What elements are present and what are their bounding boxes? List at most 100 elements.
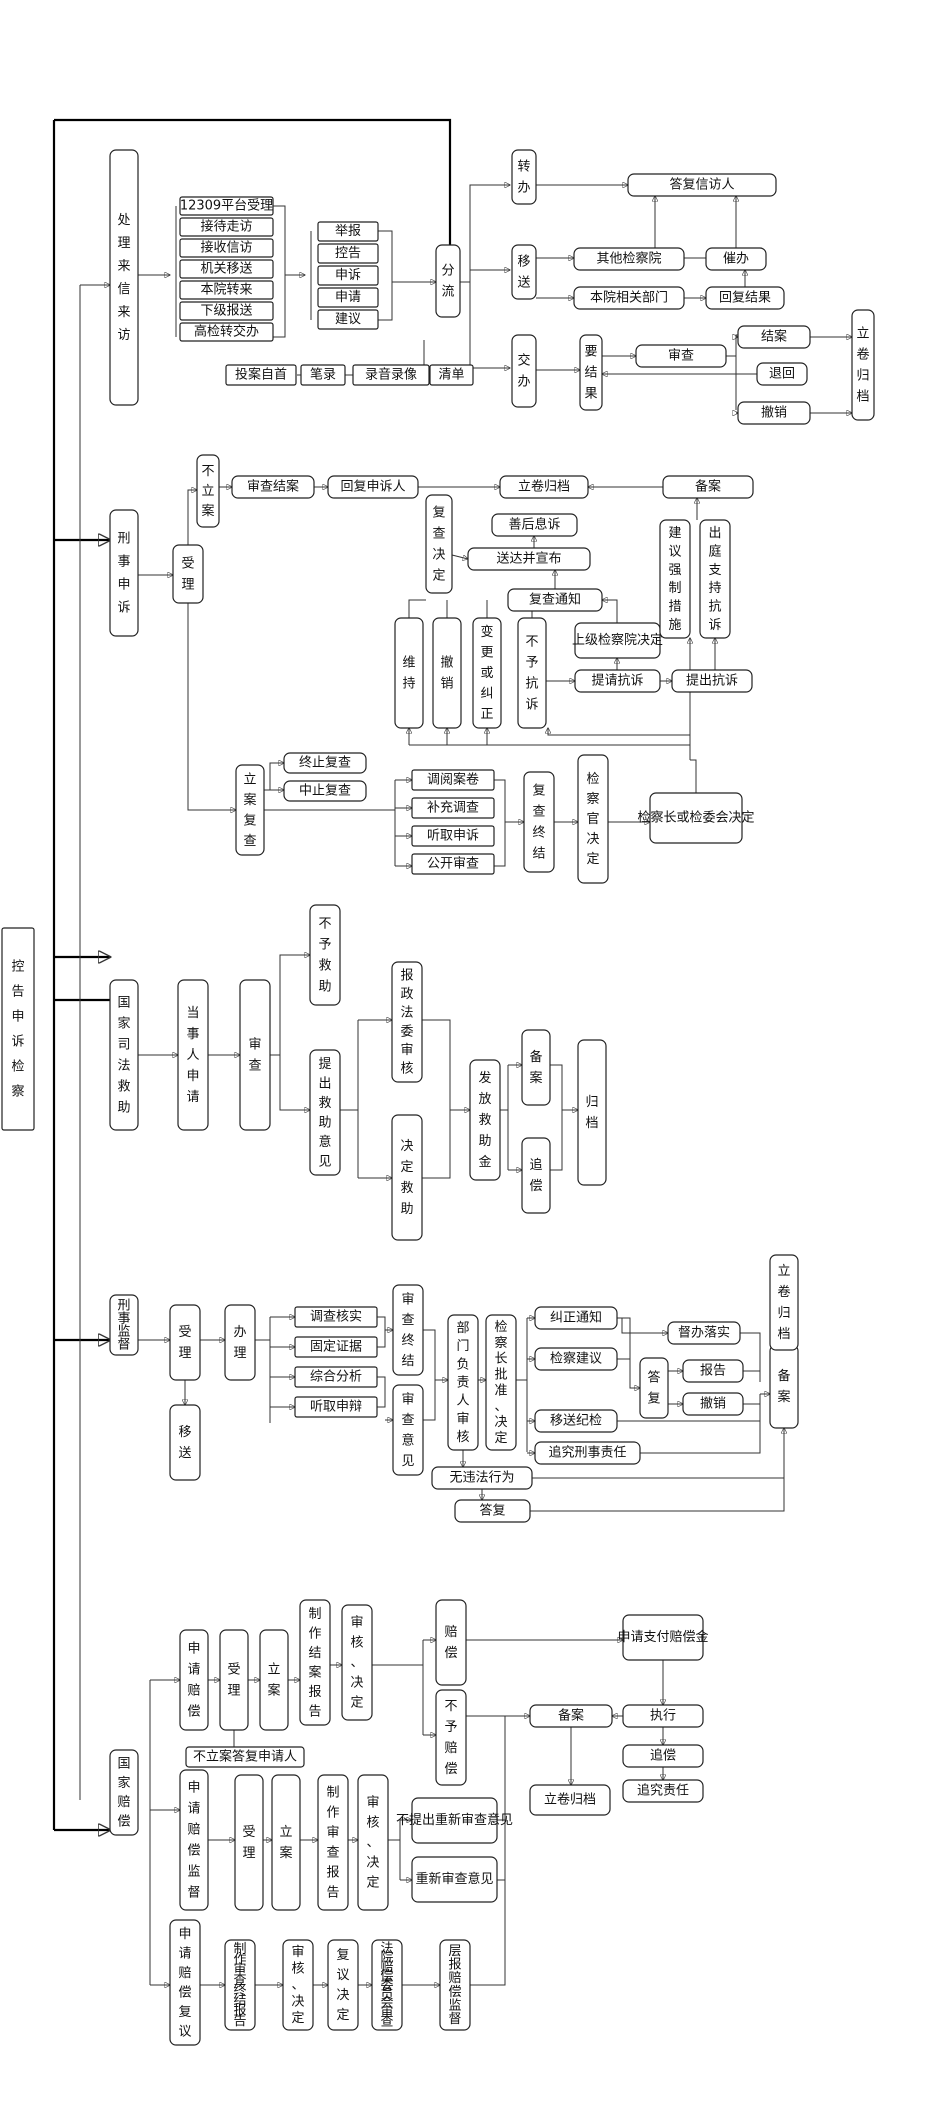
type-report: 举报 [317,221,379,242]
sup-handle: 办理 [224,1304,256,1381]
connector [469,282,510,368]
comp-archive-label: 立卷归档 [544,1792,596,1808]
connector [530,1478,785,1512]
comp-execute: 执行 [622,1704,704,1728]
source-upper-box [179,322,274,342]
aid-filing-box [521,1029,551,1106]
chief-decision-box [649,792,743,844]
comp-file: 立案 [259,1629,289,1731]
apply-pay-box [622,1614,704,1661]
act-correct-label: 纠正通知 [550,1310,602,1326]
committee-decision-box [577,754,609,884]
source-internal-label: 本院转来 [200,283,252,298]
sup-revoke: 撤销 [682,1392,744,1416]
comp-pay-label: 赔偿 [444,1625,457,1661]
reply-petitioner-label: 答复信访人 [669,177,734,193]
letters-title: 处理来信来访 [109,149,139,406]
appeal-archive: 立卷归档 [499,475,589,499]
connector [497,1820,506,1881]
connector [602,600,618,623]
source-lower: 下级报送 [179,301,274,321]
recheck-end-label: 复查终结 [532,783,545,861]
act-suggest-box [534,1347,618,1371]
task-analyze-box [294,1366,378,1388]
apply-pay: 申请支付赔偿金 [617,1614,709,1661]
recon-decision-label: 复议决定 [336,1948,349,2023]
source-lower-label: 下级报送 [200,304,252,319]
recheck-notice-box [507,588,603,612]
record-1-box [300,364,346,386]
route-transfer-label: 转办 [517,159,530,195]
record-2: 录音录像 [352,364,430,386]
aid-apply: 当事人申请 [177,979,209,1131]
connector [470,1880,506,1986]
issue-aid-label: 发放救助金 [478,1070,491,1170]
recon-apply: 申请赔偿复议 [169,1919,201,2046]
comp-liability-label: 追究责任 [637,1783,689,1799]
deliver: 送达并宣布 [467,547,591,571]
sup-file-comp: 立案 [271,1774,301,1911]
source-letter-label: 接收信访 [200,240,252,256]
route-transfer: 转办 [511,149,537,205]
recheck-end: 复查终结 [523,771,555,873]
aid-title-box [109,979,139,1131]
sup-accept-comp-label: 受理 [242,1825,255,1861]
deliver-label: 送达并宣布 [496,551,561,567]
no-aid: 不予救助 [309,904,341,1006]
sup-apply-comp-label: 申请赔偿监督 [187,1780,200,1900]
sup-report-label: 报告 [700,1364,726,1379]
outcome-revoke-box [432,617,462,729]
sup-filing-label: 备案 [777,1368,790,1405]
stop-recheck-box [283,752,367,774]
suggest-measure: 建议强制措施 [659,519,691,639]
record-3-label: 清单 [438,368,464,383]
request-protest-box [574,669,661,693]
step-investigate-label: 补充调查 [427,800,479,816]
sup-review-end-label: 审查终结 [401,1292,414,1369]
letters-review-label: 审查 [668,349,694,364]
court-committee-label: 法院赔偿委员会审查 [380,1941,393,2029]
upper-decision-box [574,622,661,659]
triage-label: 分流 [441,263,454,299]
suggest-measure-label: 建议强制措施 [668,526,681,633]
connector [422,1019,451,1110]
sup-report: 报告 [682,1359,744,1383]
comp-title-label: 国家赔偿 [117,1756,130,1829]
comp-no-pay-box [435,1689,467,1786]
aid-archive-label: 归档 [585,1095,598,1131]
aid-title-label: 国家司法救助 [117,995,130,1115]
apply-pay-label: 申请支付赔偿金 [617,1629,708,1645]
sup-decide-comp-box [357,1774,389,1911]
comp-execute-box [622,1704,704,1728]
file-recheck: 立案复查 [235,764,265,856]
letters-review: 审查 [635,344,727,368]
comp-apply: 申请赔偿 [179,1629,209,1731]
letters-revoke: 撤销 [737,401,811,425]
record-0-box [225,364,297,386]
comp-make-report-box [299,1599,331,1726]
step-read-label: 调阅案卷 [427,772,479,788]
source-upper-label: 高检转交办 [194,324,259,340]
review-end: 审查结案 [231,475,315,499]
sup-accept-comp: 受理 [234,1774,264,1911]
source-12309-label: 12309平台受理 [180,199,273,214]
connector [408,599,426,618]
aid-review-label: 审查 [248,1037,261,1073]
other-procuratorate-label: 其他检察院 [596,252,661,267]
recon-report: 制作审查终结报告 [224,1939,256,2031]
review-end-box [231,475,315,499]
aid-archive-box [577,1039,607,1186]
step-hear-label: 听取申诉 [427,829,479,844]
dept-review: 部门负责人审核 [447,1314,479,1451]
dept-review-box [447,1314,479,1451]
upper-supervise-box [439,1939,471,2031]
connector [378,230,393,321]
record-3-box [429,364,474,386]
decide-aid-label: 决定救助 [400,1139,413,1217]
chief-decide-label: 检察长批准、决定 [494,1319,507,1445]
route-move-box [511,244,537,300]
sup-accept-comp-box [234,1774,264,1911]
source-internal: 本院转来 [179,280,274,300]
outcome-change-label: 变更或纠正 [480,624,493,722]
decide-aid: 决定救助 [391,1114,423,1241]
